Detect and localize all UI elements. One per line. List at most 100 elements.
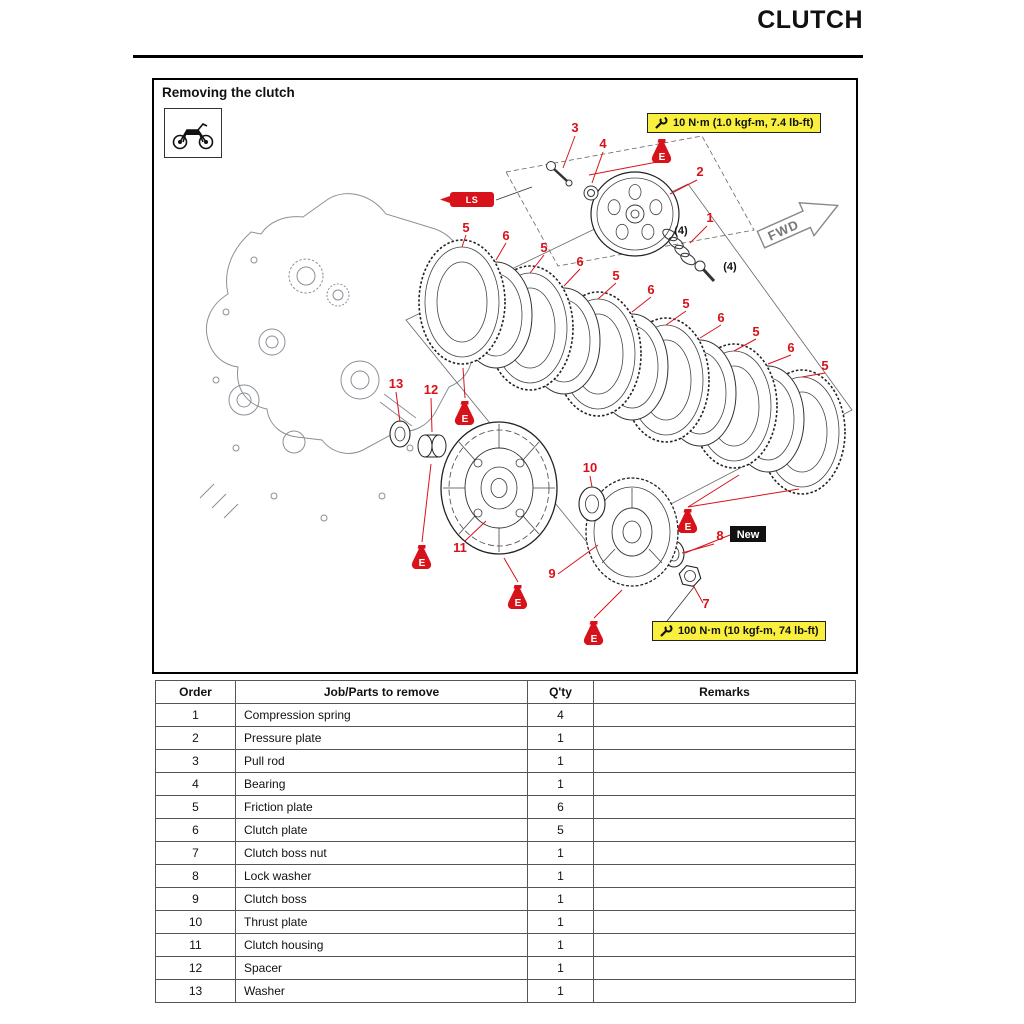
cell-job: Compression spring bbox=[235, 703, 528, 727]
cell-job: Thrust plate bbox=[235, 910, 528, 934]
cell-job: Clutch boss bbox=[235, 887, 528, 911]
col-header-remarks: Remarks bbox=[593, 680, 856, 704]
spacer-part bbox=[417, 434, 447, 458]
cell-qty: 1 bbox=[527, 841, 594, 865]
exploded-diagram: 5 6 5 6 5 6 5 6 5 6 5 3 4 2 1 (4) (4) 13… bbox=[199, 120, 853, 645]
cell-remarks bbox=[593, 887, 856, 911]
table-row: 13 Washer 1 bbox=[155, 979, 856, 1003]
callout-washer: 13 bbox=[389, 376, 403, 391]
torque-wrench-icon bbox=[655, 116, 668, 129]
cell-qty: 4 bbox=[527, 703, 594, 727]
bearing-part bbox=[583, 185, 599, 201]
callout-pull-rod: 3 bbox=[571, 120, 578, 135]
callout-friction-plate: 5 bbox=[540, 240, 547, 255]
grease-e-icon: E bbox=[507, 585, 528, 609]
header-rule bbox=[133, 55, 863, 58]
clutch-housing-part bbox=[440, 421, 558, 555]
new-part-tag: New bbox=[730, 526, 766, 542]
cell-job: Spacer bbox=[235, 956, 528, 980]
cell-order: 7 bbox=[155, 841, 236, 865]
cell-order: 3 bbox=[155, 749, 236, 773]
helper-lines bbox=[495, 186, 695, 622]
table-row: 6 Clutch plate 5 bbox=[155, 818, 856, 842]
table-row: 3 Pull rod 1 bbox=[155, 749, 856, 773]
cell-qty: 1 bbox=[527, 749, 594, 773]
grease-e-icon: E bbox=[411, 545, 432, 569]
grease-ls-icon: LS bbox=[440, 192, 494, 207]
cell-order: 10 bbox=[155, 910, 236, 934]
callout-lock-washer: 8 bbox=[716, 528, 723, 543]
callout-clutch-plate: 6 bbox=[502, 228, 509, 243]
cell-qty: 1 bbox=[527, 772, 594, 796]
cell-job: Pressure plate bbox=[235, 726, 528, 750]
plate-stack bbox=[418, 239, 846, 495]
cell-order: 2 bbox=[155, 726, 236, 750]
callout-thrust-plate: 10 bbox=[583, 460, 597, 475]
callout-bearing: 4 bbox=[599, 136, 607, 151]
table-row: 5 Friction plate 6 bbox=[155, 795, 856, 819]
cell-job: Clutch plate bbox=[235, 818, 528, 842]
svg-text:E: E bbox=[419, 558, 426, 569]
callout-friction-plate: 5 bbox=[821, 358, 828, 373]
cell-job: Lock washer bbox=[235, 864, 528, 888]
grease-e-icon: E bbox=[651, 139, 672, 163]
cell-remarks bbox=[593, 818, 856, 842]
cell-order: 13 bbox=[155, 979, 236, 1003]
washer-part bbox=[389, 420, 411, 448]
diagram-panel: Removing the clutch bbox=[152, 78, 858, 674]
table-row: 1 Compression spring 4 bbox=[155, 703, 856, 727]
cell-remarks bbox=[593, 956, 856, 980]
motorcycle-icon bbox=[164, 108, 222, 158]
table-row: 7 Clutch boss nut 1 bbox=[155, 841, 856, 865]
pressure-plate-part bbox=[590, 171, 680, 257]
callout-clutch-boss: 9 bbox=[548, 566, 555, 581]
svg-text:E: E bbox=[591, 634, 598, 645]
torque-wrench-icon bbox=[660, 624, 673, 637]
page-title: CLUTCH bbox=[757, 6, 863, 34]
grease-e-icon: E bbox=[583, 621, 604, 645]
cell-qty: 1 bbox=[527, 864, 594, 888]
cell-job: Washer bbox=[235, 979, 528, 1003]
callout-clutch-boss-nut: 7 bbox=[702, 596, 709, 611]
table-row: 11 Clutch housing 1 bbox=[155, 933, 856, 957]
svg-text:LS: LS bbox=[466, 195, 479, 205]
cell-remarks bbox=[593, 910, 856, 934]
section-title: Removing the clutch bbox=[162, 85, 295, 100]
spring-bolt-part bbox=[694, 260, 716, 283]
cell-qty: 1 bbox=[527, 887, 594, 911]
callout-clutch-plate: 6 bbox=[787, 340, 794, 355]
cell-remarks bbox=[593, 795, 856, 819]
callout-numbers: 5 6 5 6 5 6 5 6 5 6 5 3 4 2 1 (4) (4) 13… bbox=[389, 120, 829, 611]
cell-job: Clutch boss nut bbox=[235, 841, 528, 865]
grease-e-icon: E bbox=[454, 401, 475, 425]
cell-order: 5 bbox=[155, 795, 236, 819]
fwd-arrow: FWD bbox=[756, 202, 840, 249]
cell-remarks bbox=[593, 841, 856, 865]
spring-qty-note: (4) bbox=[674, 225, 688, 237]
clutch-boss-part bbox=[585, 477, 679, 587]
cell-order: 4 bbox=[155, 772, 236, 796]
table-header-row: Order Job/Parts to remove Q'ty Remarks bbox=[155, 680, 856, 704]
svg-text:E: E bbox=[515, 598, 522, 609]
callout-clutch-plate: 6 bbox=[717, 310, 724, 325]
cell-remarks bbox=[593, 979, 856, 1003]
cell-remarks bbox=[593, 703, 856, 727]
cell-job: Pull rod bbox=[235, 749, 528, 773]
crankcase-art bbox=[199, 193, 473, 522]
svg-text:New: New bbox=[737, 529, 760, 541]
torque-spec-bottom-text: 100 N·m (10 kgf-m, 74 lb-ft) bbox=[678, 625, 819, 637]
cell-remarks bbox=[593, 772, 856, 796]
cell-qty: 1 bbox=[527, 933, 594, 957]
svg-text:E: E bbox=[685, 522, 692, 533]
cell-qty: 1 bbox=[527, 979, 594, 1003]
cell-order: 1 bbox=[155, 703, 236, 727]
cell-qty: 1 bbox=[527, 726, 594, 750]
spring-qty-note: (4) bbox=[723, 261, 737, 273]
cell-qty: 6 bbox=[527, 795, 594, 819]
table-row: 12 Spacer 1 bbox=[155, 956, 856, 980]
cell-remarks bbox=[593, 933, 856, 957]
svg-text:E: E bbox=[659, 152, 666, 163]
svg-text:E: E bbox=[462, 414, 469, 425]
parts-table: Order Job/Parts to remove Q'ty Remarks 1… bbox=[155, 680, 856, 1003]
callout-clutch-plate: 6 bbox=[576, 254, 583, 269]
